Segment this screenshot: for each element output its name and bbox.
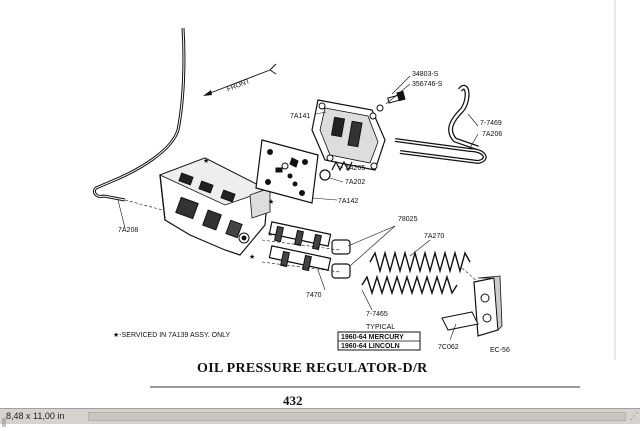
label-7a206: 7A206 (482, 131, 502, 138)
axis-line (261, 261, 341, 273)
star-mark: ★ (268, 198, 274, 206)
front-arrow: FRONT (203, 63, 277, 96)
star-mark: ★ (249, 253, 255, 261)
valve-7a202 (319, 169, 331, 181)
page-size-readout: 8,48 x 11,00 in (6, 411, 65, 421)
valve-spool-lower (268, 245, 332, 272)
typical-label: TYPICAL (366, 324, 395, 331)
spring-7a270-upper (369, 250, 471, 274)
front-label: FRONT (226, 78, 252, 93)
label-7a270: 7A270 (424, 233, 444, 240)
label-7a142: 7A142 (338, 198, 358, 205)
scrollbar-thumb[interactable] (89, 413, 625, 420)
axis-line (261, 239, 341, 251)
tube-7-7469 (448, 85, 479, 151)
horizontal-scrollbar[interactable] (88, 412, 626, 421)
oil-pressure-regulator-diagram: FRONT ★ ★ ★ ★ (92, 0, 616, 408)
label-7470: 7470 (306, 292, 322, 299)
label-356746-s: 356746-S (412, 81, 443, 88)
label-7a202: 7A202 (345, 179, 365, 186)
label-34803-s: 34803-S (412, 71, 439, 78)
label-7-7469: 7-7469 (480, 120, 502, 127)
star-mark: ★ (203, 157, 209, 165)
diagram-title: OIL PRESSURE REGULATOR-D/R (197, 361, 428, 376)
label-7c062: 7C062 (438, 344, 459, 351)
label-7a141: 7A141 (290, 113, 310, 120)
separator-plate-7a142 (255, 139, 319, 204)
leader-lines (117, 75, 479, 341)
lever-7a206 (394, 138, 487, 165)
valve-sleeve-78025 (331, 239, 351, 279)
lever-rod-7a208 (92, 27, 186, 213)
page-number: 432 (283, 393, 303, 408)
spring-7a205 (331, 160, 353, 172)
regulator-cover-7a141 (311, 99, 386, 171)
valve-spool-upper (268, 221, 332, 251)
label-7-7465: 7-7465 (366, 311, 388, 318)
label-7a208: 7A208 (118, 227, 138, 234)
label-78025: 78025 (398, 216, 418, 223)
label-7a205: 7A205 (345, 165, 365, 172)
end-plate-7c062 (441, 275, 503, 337)
axis-line (461, 267, 479, 283)
footnote: ★-SERVICED IN 7A139 ASSY. ONLY (113, 331, 230, 339)
washer-356746 (376, 104, 384, 112)
spring-7-7465-lower (361, 274, 458, 296)
typical-models-box: 1960-64 MERCURY 1960-64 LINCOLN (337, 331, 421, 351)
typical-model-mercury: 1960-64 MERCURY (341, 334, 404, 341)
status-bar: 8,48 x 11,00 in ⋰ (0, 408, 640, 427)
label-ec-56: EC-56 (490, 347, 510, 354)
valve-body-housing (158, 157, 271, 256)
resize-grip-icon[interactable]: ⋰ (629, 412, 639, 422)
typical-model-lincoln: 1960-64 LINCOLN (341, 343, 400, 350)
bolt-34803 (387, 90, 406, 104)
document-page: FRONT ★ ★ ★ ★ (92, 0, 616, 408)
